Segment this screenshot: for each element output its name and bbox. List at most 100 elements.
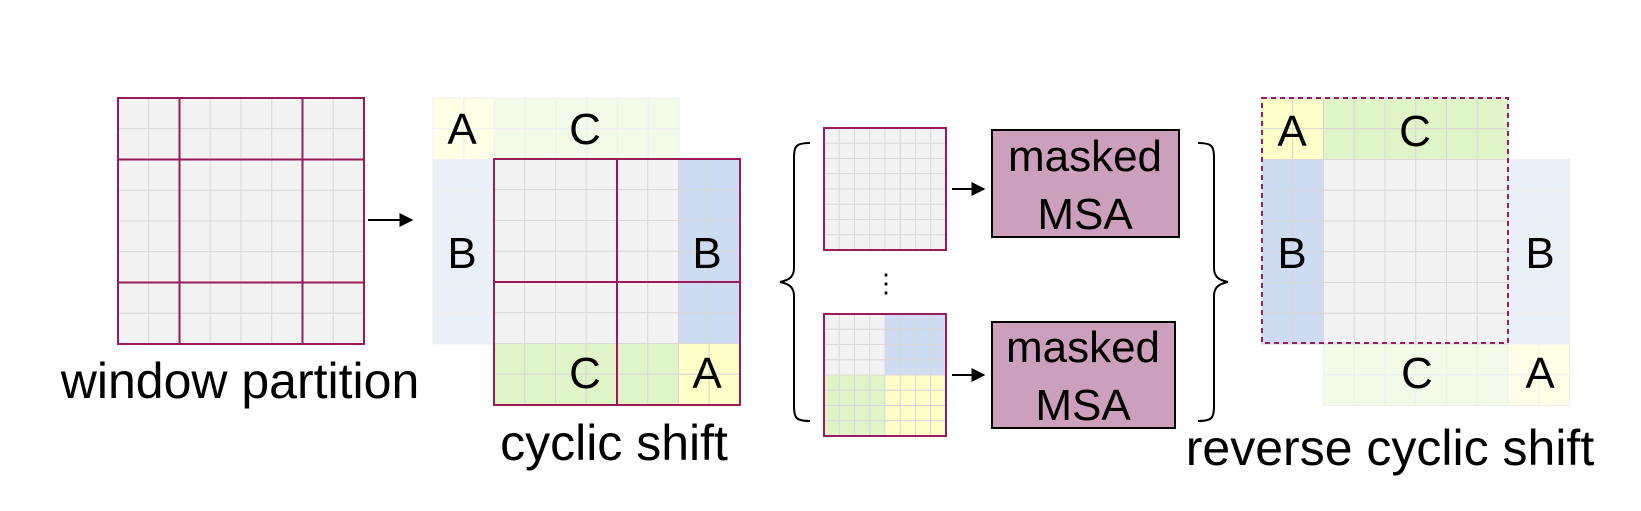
- grid-cell: [1476, 189, 1509, 222]
- grid-cell: [585, 189, 618, 221]
- grid-cell: [179, 220, 211, 253]
- ghost-cell: [1415, 343, 1447, 376]
- grid-cell: [1446, 220, 1478, 253]
- grid-cell: [1384, 97, 1417, 130]
- shifted-label-b: B: [692, 229, 721, 278]
- grid-cell: [838, 344, 855, 361]
- grid-cell: [1353, 251, 1386, 283]
- ghost-cell: [1507, 189, 1540, 222]
- ghost-cell: [463, 189, 495, 222]
- grid-cell: [899, 420, 916, 437]
- grid-cell: [854, 374, 871, 391]
- grid-cell: [854, 158, 871, 175]
- grid-cell: [854, 389, 871, 406]
- grid-cell: [854, 420, 871, 437]
- grid-cell: [647, 312, 679, 344]
- grid-cell: [869, 219, 886, 236]
- grid-cell: [1415, 159, 1447, 191]
- grid-cell: [930, 420, 947, 437]
- ghost-cell: [1538, 220, 1570, 253]
- grid-cell: [555, 250, 587, 283]
- grid-cell: [930, 328, 947, 345]
- grid-cell: [915, 219, 932, 236]
- restored-label-c: C: [1399, 107, 1431, 156]
- grid-cell: [930, 142, 947, 159]
- grid-cell: [1476, 128, 1509, 160]
- grid-cell: [117, 251, 150, 283]
- grid-cell: [930, 219, 947, 236]
- ghost-label-b: B: [447, 229, 476, 278]
- grid-cell: [915, 203, 932, 220]
- grid-cell: [838, 127, 855, 144]
- grid-cell: [1323, 189, 1355, 222]
- ghost-cell: [524, 97, 557, 130]
- grid-cell: [1353, 159, 1386, 191]
- ghost-cell: [1507, 159, 1540, 191]
- shifted-label-a: A: [692, 349, 722, 398]
- grid-cell: [209, 220, 242, 253]
- grid-cell: [884, 203, 901, 220]
- grid-cell: [271, 251, 303, 283]
- grid-cell: [884, 313, 901, 330]
- grid-cell: [179, 282, 211, 314]
- grid-cell: [585, 158, 618, 191]
- grid-cell: [1323, 312, 1355, 345]
- grid-cell: [1261, 189, 1294, 222]
- ghost-label-a: A: [1525, 349, 1555, 398]
- grid-cell: [838, 158, 855, 175]
- masked-msa-block-bottom: masked MSA: [991, 321, 1176, 430]
- window-partition-window-borders: [117, 97, 365, 345]
- ghost-cell: [1384, 374, 1417, 406]
- grid-cell: [869, 359, 886, 376]
- grid-cell: [647, 189, 679, 221]
- ghost-cell: [1538, 251, 1570, 283]
- grid-cell: [271, 189, 303, 222]
- grid-cell: [616, 158, 649, 191]
- grid-cell: [271, 97, 303, 130]
- grid-cell: [678, 312, 710, 344]
- window-partition-grid: [117, 97, 365, 345]
- grid-cell: [524, 158, 556, 191]
- grid-cell: [915, 328, 932, 345]
- grid-cell: [1415, 312, 1447, 345]
- grid-cell: [838, 313, 855, 330]
- grid-cell: [854, 313, 871, 330]
- grid-cell: [493, 250, 526, 283]
- grid-cell: [708, 220, 741, 252]
- grid-cell: [1446, 159, 1478, 191]
- cyclic-shift-window-borders: [493, 158, 741, 406]
- grid-cell: [493, 373, 526, 406]
- grid-cell: [647, 250, 679, 283]
- grid-cell: [1353, 220, 1386, 253]
- grid-cell: [1384, 220, 1417, 253]
- grid-cell: [678, 189, 710, 221]
- grid-cell: [179, 97, 211, 130]
- ghost-cell: [1538, 282, 1570, 314]
- ghost-cell: [432, 97, 465, 130]
- left-brace: [779, 142, 811, 422]
- grid-cell: [869, 188, 886, 205]
- masked-msa-box: [991, 321, 1176, 429]
- ghost-cell: [432, 251, 465, 283]
- grid-cell: [647, 373, 679, 406]
- grid-cell: [117, 189, 150, 222]
- grid-cell: [524, 312, 556, 344]
- grid-cell: [148, 159, 180, 191]
- grid-cell: [884, 142, 901, 159]
- grid-cell: [854, 219, 871, 236]
- grid-cell: [869, 127, 886, 144]
- grid-cell: [869, 374, 886, 391]
- grid-cell: [869, 203, 886, 220]
- grid-cell: [869, 420, 886, 437]
- grid-cell: [1261, 312, 1294, 345]
- grid-cell: [1446, 128, 1478, 160]
- grid-cell: [493, 312, 526, 344]
- grid-cell: [117, 159, 150, 191]
- grid-cell: [899, 142, 916, 159]
- ghost-cell: [1476, 374, 1509, 406]
- grid-cell: [884, 188, 901, 205]
- grid-cell: [899, 234, 916, 251]
- grid-cell: [708, 281, 741, 314]
- ghost-cell: [1538, 312, 1570, 345]
